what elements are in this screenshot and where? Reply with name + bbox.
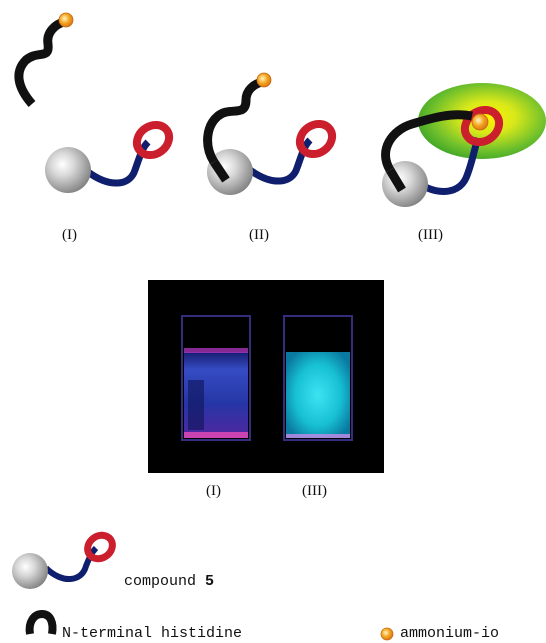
panel-label-I: (I) — [62, 227, 77, 243]
legend-histidine-label: N-terminal histidine — [62, 625, 243, 642]
panel-I-compound — [45, 120, 174, 193]
legend-compound-prefix: compound — [124, 573, 197, 590]
ammonium-ion-icon — [58, 12, 74, 28]
panel-label-II: (II) — [249, 227, 269, 243]
photo-label-III: (III) — [302, 483, 327, 499]
panel-label-III: (III) — [418, 227, 443, 243]
legend-compound-number: 5 — [205, 573, 215, 590]
legend-compound-glyph — [12, 531, 116, 589]
ammonium-ion-legend-icon — [380, 627, 394, 641]
histidine-strand-icon — [25, 609, 57, 635]
panel-III-complex — [381, 83, 546, 207]
cuvette-III — [283, 315, 353, 441]
panel-II-compound — [203, 72, 337, 195]
photo-label-I: (I) — [206, 483, 221, 499]
free-histidine-strand — [14, 12, 74, 107]
cuvette-I — [181, 315, 251, 441]
cuvette-photo — [148, 280, 384, 473]
crown-ether-ball-icon — [45, 147, 91, 193]
legend-compound-label: compound 5 — [124, 573, 214, 590]
legend-ammonium-label: ammonium-io — [400, 625, 500, 642]
